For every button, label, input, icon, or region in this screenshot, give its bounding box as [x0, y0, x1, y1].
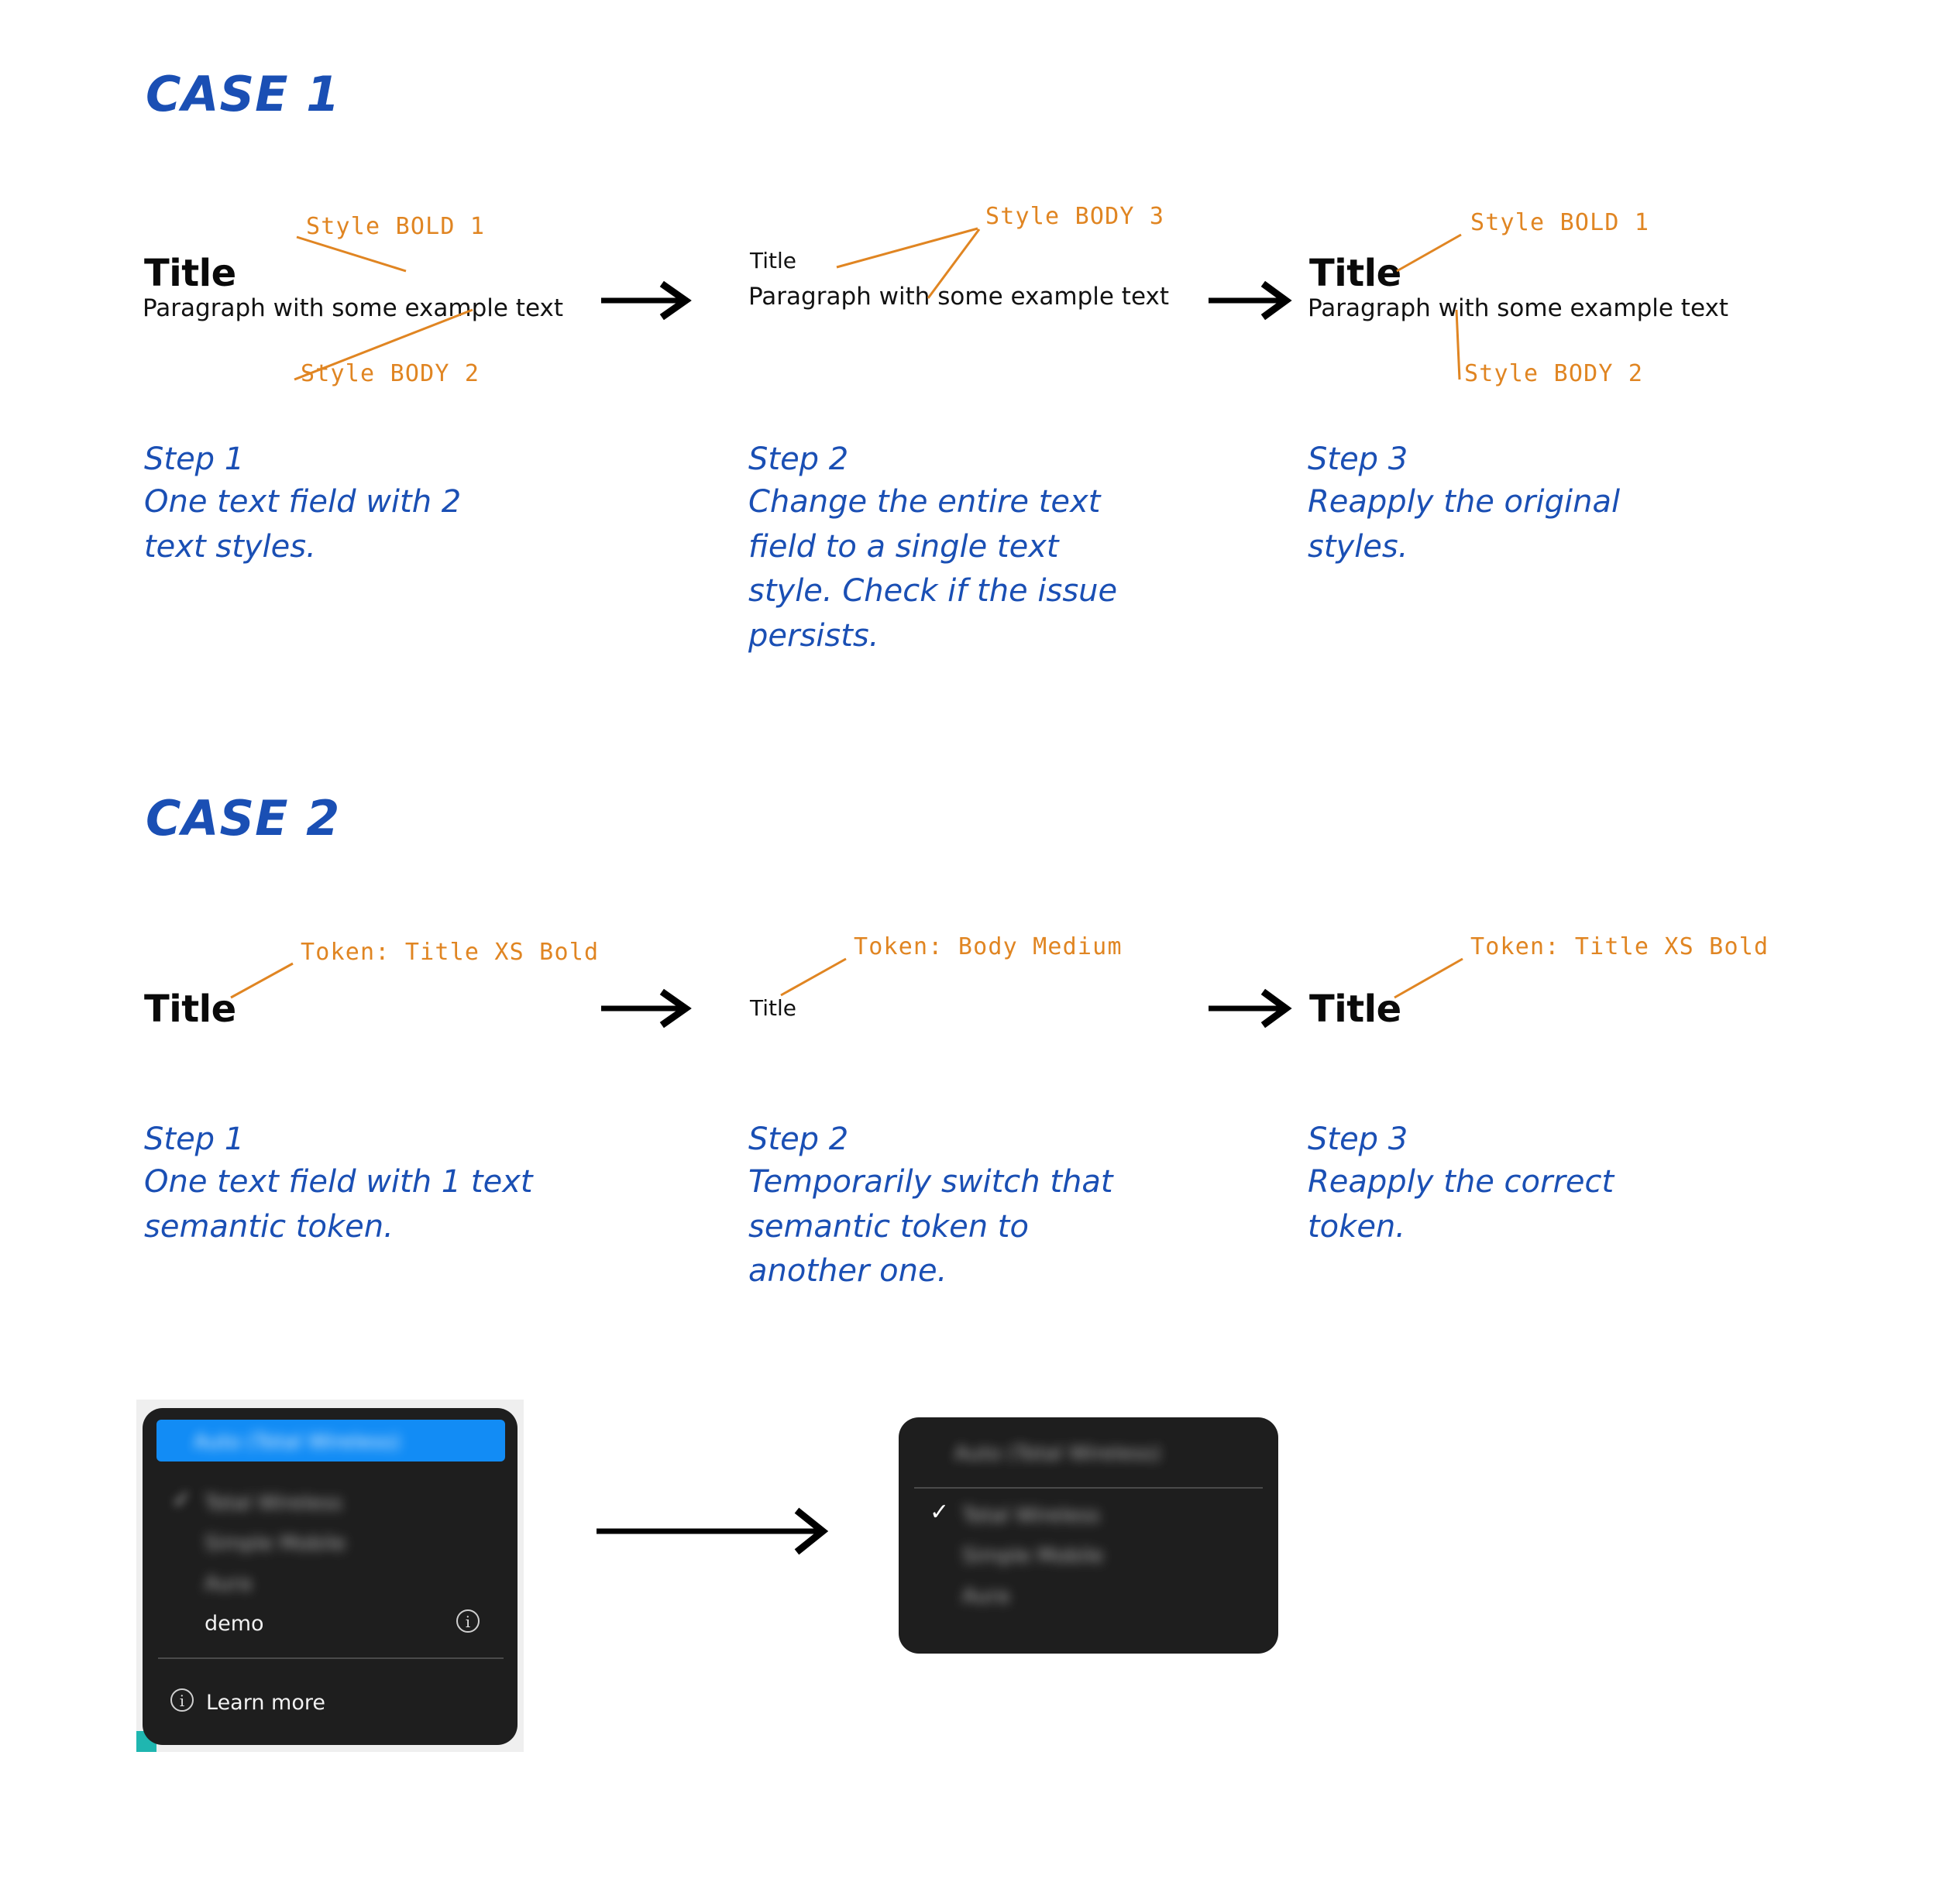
learn-more-info-icon: i: [170, 1688, 194, 1712]
check-icon: ✓: [930, 1499, 950, 1526]
arrow-case1-step1-to-step2: [601, 280, 692, 321]
case1-step1-annotation-bold: Style BOLD 1: [306, 213, 486, 240]
case2-step2-annotation-token: Token: Body Medium: [854, 933, 1123, 960]
leader-line-case2-step1-token: [230, 962, 294, 999]
leader-line-case1-step2-title: [836, 227, 978, 269]
case2-step1-caption-heading: Step 1: [144, 1121, 245, 1157]
case1-step3-caption-heading: Step 3: [1308, 441, 1408, 477]
case1-step1-caption-heading: Step 1: [144, 441, 245, 477]
leader-line-case1-step3-bold: [1396, 233, 1462, 273]
dropdown-after-divider: [914, 1487, 1263, 1489]
arrow-case2-step2-to-step3: [1209, 988, 1292, 1029]
dropdown-before-learn-more[interactable]: Learn more: [206, 1691, 325, 1715]
case1-step3-annotation-bold: Style BOLD 1: [1470, 209, 1650, 236]
dropdown-before-option-1-label: Simple Mobile: [205, 1532, 346, 1555]
dropdown-after-option-1-label: Simple Mobile: [962, 1544, 1104, 1568]
case1-heading: CASE 1: [146, 66, 341, 122]
case1-step2-title: Title: [750, 248, 797, 273]
case1-step3-annotation-body: Style BODY 2: [1464, 360, 1644, 387]
dropdown-after-option-0-label: Total Wireless: [962, 1504, 1100, 1527]
case1-step1-caption-body: One text field with 2 text styles.: [144, 484, 462, 565]
case1-step3-caption-body: Reapply the original styles.: [1308, 484, 1621, 565]
case1-step2-caption-body: Change the entire text field to a single…: [748, 484, 1118, 654]
case2-step1-title: Title: [144, 988, 236, 1031]
case1-step1-annotation-body: Style BODY 2: [301, 360, 480, 387]
arrow-case1-step2-to-step3: [1209, 280, 1292, 321]
dropdown-before-option-0-label: Total Wireless: [205, 1492, 342, 1515]
case1-step2-annotation-body3: Style BODY 3: [985, 203, 1165, 230]
case2-step3-title: Title: [1309, 988, 1401, 1031]
arrow-dropdown-before-to-after: [597, 1507, 829, 1555]
case1-step1-paragraph: Paragraph with some example text: [143, 294, 563, 322]
case2-step3-caption-heading: Step 3: [1308, 1121, 1408, 1157]
case2-heading: CASE 2: [146, 790, 341, 847]
leader-line-case2-step3-token: [1394, 957, 1463, 999]
dropdown-before-highlighted-label: Auto (Total Wireless): [194, 1431, 401, 1454]
dropdown-before-option-3-label: demo: [205, 1612, 264, 1636]
dropdown-after[interactable]: Auto (Total Wireless) ✓ Total Wireless S…: [899, 1417, 1278, 1654]
info-icon[interactable]: i: [456, 1609, 480, 1633]
dropdown-after-option-2-label: Aura: [962, 1585, 1009, 1608]
case1-step2-caption-heading: Step 2: [748, 441, 849, 477]
dropdown-before-divider: [158, 1657, 504, 1659]
case2-step2-caption-heading: Step 2: [748, 1121, 849, 1157]
arrow-case2-step1-to-step2: [601, 988, 692, 1029]
case1-step2-paragraph: Paragraph with some example text: [748, 283, 1169, 311]
case2-step3-caption-body: Reapply the correct token.: [1308, 1164, 1614, 1245]
case1-step1-title: Title: [144, 252, 236, 295]
case2-step2-title: Title: [750, 995, 797, 1021]
case2-step1-caption-body: One text field with 1 text semantic toke…: [144, 1164, 533, 1245]
leader-line-case1-step1-bold: [296, 235, 407, 273]
case2-step2-caption-body: Temporarily switch that semantic token t…: [748, 1164, 1113, 1290]
dropdown-after-header-label: Auto (Total Wireless): [954, 1442, 1161, 1465]
dropdown-before-option-2-label: Aura: [205, 1572, 252, 1595]
dropdown-before-highlight-row[interactable]: [156, 1420, 505, 1462]
case2-step1-annotation-token: Token: Title XS Bold: [301, 939, 600, 966]
dropdown-before[interactable]: Auto (Total Wireless) ✓ Total Wireless S…: [143, 1408, 518, 1745]
leader-line-case2-step2-token: [780, 957, 847, 997]
case2-step3-annotation-token: Token: Title XS Bold: [1470, 933, 1769, 960]
case1-step3-paragraph: Paragraph with some example text: [1308, 294, 1728, 322]
case1-step3-title: Title: [1309, 252, 1401, 295]
check-icon: ✓: [172, 1486, 192, 1513]
